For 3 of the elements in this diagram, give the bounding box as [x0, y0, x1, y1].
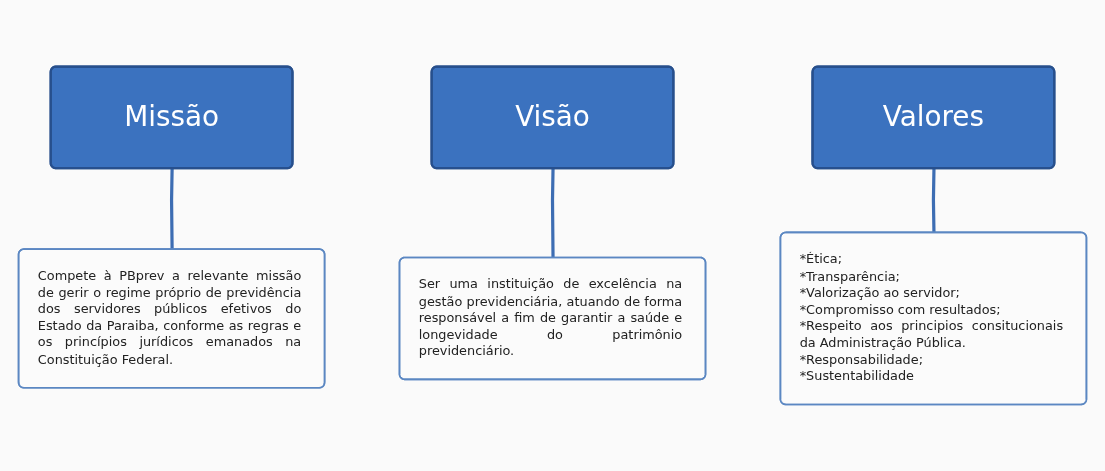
- connector: [550, 168, 555, 258]
- connector: [169, 168, 174, 250]
- connector: [931, 168, 936, 233]
